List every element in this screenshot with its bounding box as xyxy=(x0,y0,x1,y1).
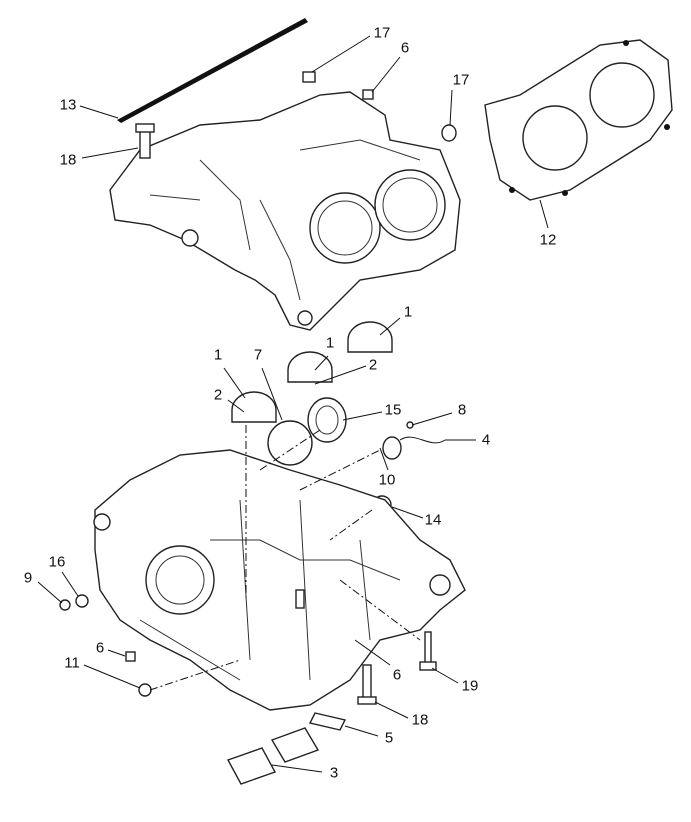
oil-seal-15 xyxy=(307,397,347,443)
callout-label-14: 14 xyxy=(424,511,442,529)
callout-label-11: 11 xyxy=(64,654,80,672)
assembly-lines xyxy=(149,425,421,691)
bolt-9 xyxy=(59,599,71,611)
callout-label-1: 1 xyxy=(325,334,335,352)
callout-label-6: 6 xyxy=(400,39,410,57)
callout-label-13: 13 xyxy=(59,96,77,114)
dowel-17-right xyxy=(441,124,457,142)
dowel-6-left xyxy=(125,651,136,662)
dowel-6-upper xyxy=(362,89,374,100)
bolt-18-upper xyxy=(139,129,151,159)
bolt-19 xyxy=(419,631,437,671)
callout-label-6: 6 xyxy=(392,666,402,684)
sensor-4 xyxy=(382,421,446,460)
head-gasket-12 xyxy=(484,39,673,201)
callout-label-1: 1 xyxy=(213,346,223,364)
main-bearing-shells xyxy=(231,321,393,423)
callout-label-5: 5 xyxy=(384,729,394,747)
callout-label-8: 8 xyxy=(457,401,467,419)
callout-label-18: 18 xyxy=(411,711,429,729)
callout-label-17: 17 xyxy=(452,71,470,89)
callout-label-9: 9 xyxy=(23,569,33,587)
leader-lines xyxy=(37,35,549,773)
dowel-6-lower xyxy=(295,589,305,609)
callout-label-18: 18 xyxy=(59,151,77,169)
callout-label-19: 19 xyxy=(461,677,479,695)
plug-11 xyxy=(138,683,152,697)
gasket-5 xyxy=(308,712,347,731)
callout-label-2: 2 xyxy=(213,386,223,404)
callout-label-2: 2 xyxy=(368,356,378,374)
callout-label-16: 16 xyxy=(48,553,66,571)
washer-16 xyxy=(75,594,89,608)
dowel-17 xyxy=(302,71,316,83)
circlip-7 xyxy=(267,420,313,466)
bolt-18-lower xyxy=(357,664,377,705)
lower-crankcase xyxy=(93,449,466,711)
seal-strip-13 xyxy=(117,18,308,123)
gaskets-3 xyxy=(226,727,320,785)
callout-label-7: 7 xyxy=(253,346,263,364)
callout-label-17: 17 xyxy=(373,24,391,42)
callout-label-4: 4 xyxy=(481,431,491,449)
callout-label-10: 10 xyxy=(378,471,396,489)
callout-label-1: 1 xyxy=(403,303,413,321)
callout-label-12: 12 xyxy=(539,231,557,249)
callout-label-3: 3 xyxy=(329,764,339,782)
callout-label-6: 6 xyxy=(95,639,105,657)
callout-label-15: 15 xyxy=(384,401,402,419)
upper-crankcase xyxy=(109,71,461,331)
